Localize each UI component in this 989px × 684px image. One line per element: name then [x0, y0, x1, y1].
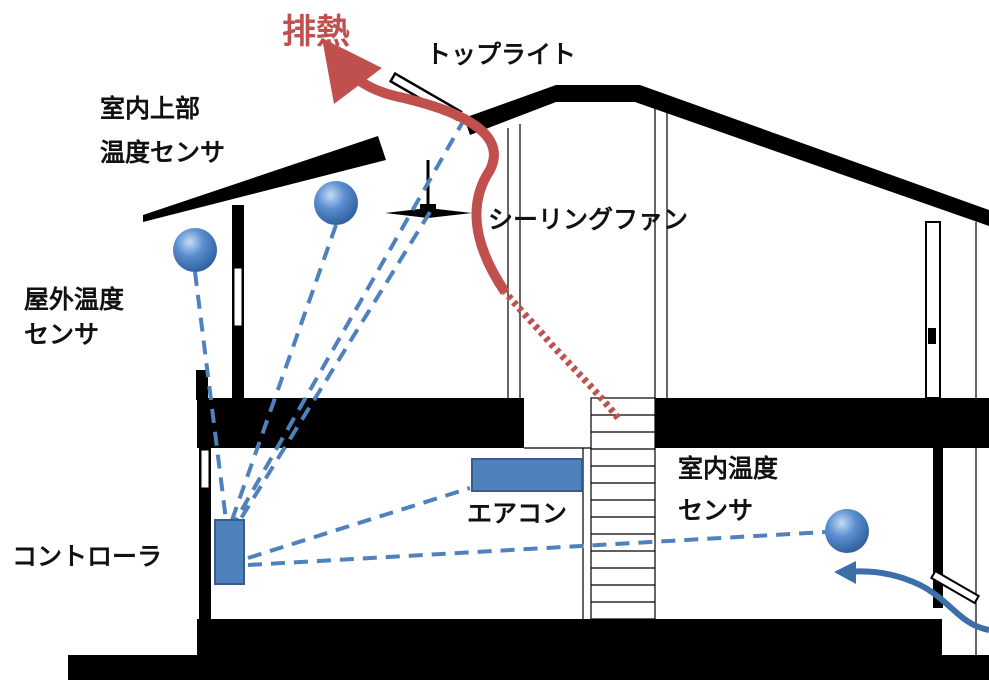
heat-flow-dotted [502, 289, 621, 421]
ground-slab [68, 655, 989, 680]
left-roof [143, 136, 386, 222]
incoming-air-arrow [847, 568, 989, 633]
floor-base [197, 619, 942, 657]
outdoor-sensor-label-2: センサ [24, 320, 100, 349]
interior-posts [507, 100, 668, 398]
left-wall-lower [199, 448, 211, 619]
upper-sensor-icon [314, 181, 358, 225]
mid-floor-slab-left [197, 398, 524, 448]
right-wall-post [928, 328, 936, 344]
ceiling-fan-label: シーリングファン [488, 205, 689, 234]
incoming-air-arrowhead [834, 561, 856, 584]
outdoor-sensor-icon [173, 228, 217, 272]
aircon-label: エアコン [467, 499, 568, 528]
sensor-signal-lines [193, 117, 827, 567]
left-window-lower [200, 449, 210, 489]
heat-flow-arrow [321, 38, 510, 295]
indoor-sensor-icon [825, 509, 869, 553]
mid-floor-slab-right [655, 398, 989, 448]
toplight-label: トップライト [426, 40, 577, 69]
right-window-lower [929, 569, 981, 605]
outdoor-sensor-label-1: 屋外温度 [24, 285, 125, 314]
aircon-unit [471, 458, 583, 492]
indoor-sensor-label-1: 室内温度 [678, 454, 779, 483]
right-slab-extension [936, 400, 989, 414]
controller-unit [214, 519, 245, 585]
upper-left-window [233, 267, 243, 327]
staircase [590, 397, 656, 620]
right-wall-lower [933, 448, 943, 608]
left-wall-parapet [196, 370, 208, 400]
upper-sensor-label-2: 温度センサ [100, 138, 226, 167]
controller-label: コントローラ [12, 542, 163, 571]
exhaust-label: 排熱 [282, 12, 350, 52]
right-wall-upper [925, 221, 941, 399]
indoor-sensor-label-2: センサ [678, 496, 754, 525]
ceiling-fan-icon [385, 160, 472, 218]
upper-sensor-label-1: 室内上部 [100, 94, 201, 123]
